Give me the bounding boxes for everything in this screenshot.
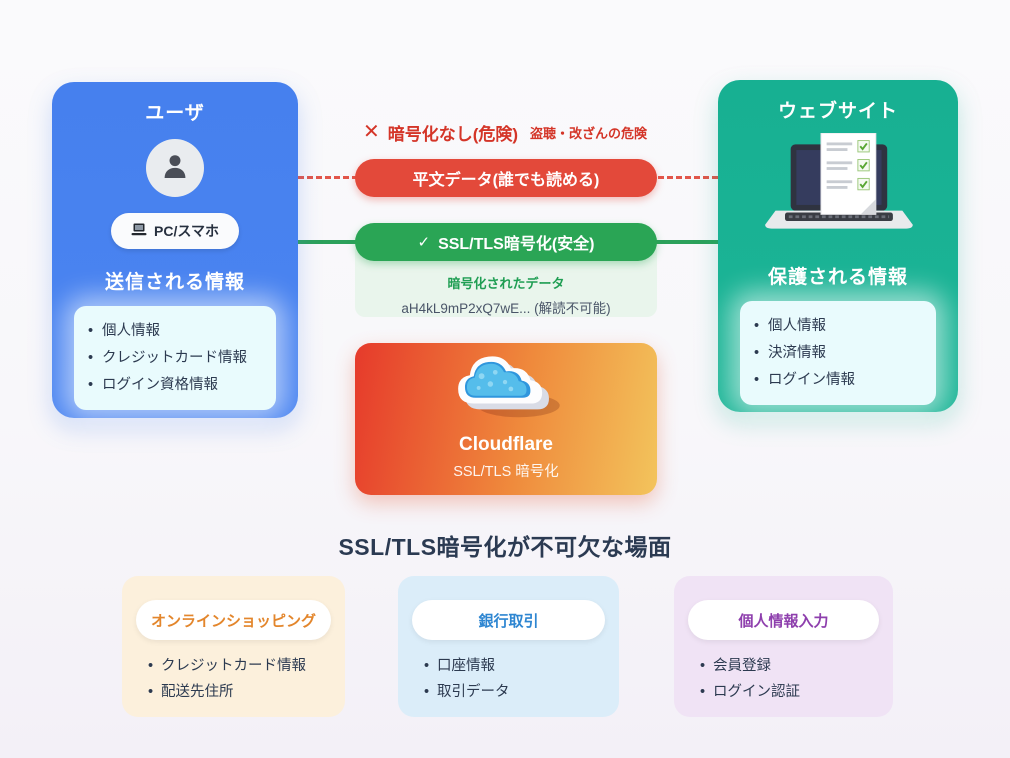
list-item: 取引データ [424, 679, 619, 705]
plaintext-data-pill: 平文データ(誰でも読める) [355, 159, 657, 197]
list-item: ログイン資格情報 [88, 372, 262, 399]
cloud-icon [355, 343, 657, 432]
scene-pill-banking: 銀行取引 [412, 600, 605, 640]
website-section-title: 保護される情報 [767, 267, 908, 288]
avatar [146, 139, 204, 197]
user-section-title: 送信される情報 [104, 272, 245, 293]
list-item: ログイン認証 [700, 679, 893, 705]
insecure-sublabel: 盗聴・改ざんの危険 [530, 125, 648, 141]
encrypted-data-label: 暗号化されたデータ [447, 276, 565, 291]
website-info-box: 個人情報 決済情報 ログイン情報 [740, 301, 936, 406]
scene-card-personal-info: 個人情報入力 会員登録 ログイン認証 [674, 576, 893, 717]
device-badge-label: PC/スマホ [154, 223, 219, 239]
scene-card-online-shopping: オンラインショッピング クレジットカード情報 配送先住所 [122, 576, 345, 717]
scenes-title: SSL/TLS暗号化が不可欠な場面 [338, 534, 672, 560]
scene-pill-online-shopping: オンラインショッピング [136, 600, 331, 640]
list-item: クレジットカード情報 [88, 345, 262, 372]
ssl-tls-pill: ✓ SSL/TLS暗号化(安全) [355, 223, 657, 261]
scene-card-banking: 銀行取引 口座情報 取引データ [398, 576, 619, 717]
list-item: 配送先住所 [148, 679, 345, 705]
ssl-tls-pill-label: SSL/TLS暗号化(安全) [438, 236, 595, 253]
x-icon: ✕ [362, 121, 380, 143]
cloudflare-name: Cloudflare [459, 434, 553, 455]
list-item: ログイン情報 [754, 367, 922, 394]
cloudflare-card: Cloudflare SSL/TLS 暗号化 [355, 343, 657, 495]
scene-list: 口座情報 取引データ [424, 653, 619, 705]
scene-list: 会員登録 ログイン認証 [700, 653, 893, 705]
scene-list: クレジットカード情報 配送先住所 [148, 653, 345, 705]
insecure-label: 暗号化なし(危険) [387, 124, 519, 144]
user-icon [159, 150, 191, 187]
user-info-box: 個人情報 クレジットカード情報 ログイン資格情報 [74, 306, 276, 411]
website-info-list: 個人情報 決済情報 ログイン情報 [754, 313, 922, 393]
device-badge: PC/スマホ [111, 213, 239, 249]
insecure-header: ✕ 暗号化なし(危険) 盗聴・改ざんの危険 [340, 118, 670, 146]
cloudflare-subtitle: SSL/TLS 暗号化 [453, 464, 559, 480]
website-card-title: ウェブサイト [777, 101, 898, 122]
scene-pill-personal-info: 個人情報入力 [688, 600, 879, 640]
plaintext-pill-label: 平文データ(誰でも読める) [412, 172, 600, 189]
list-item: 個人情報 [88, 318, 262, 345]
list-item: クレジットカード情報 [148, 653, 345, 679]
user-card-title: ユーザ [145, 103, 205, 124]
check-icon: ✓ [417, 234, 431, 251]
website-card: ウェブサイト [718, 80, 958, 412]
list-item: 口座情報 [424, 653, 619, 679]
list-item: 会員登録 [700, 653, 893, 679]
encrypted-data-value: aH4kL9mP2xQ7wE... (解読不可能) [401, 301, 611, 316]
laptop-icon [131, 223, 147, 239]
list-item: 個人情報 [754, 313, 922, 340]
list-item: 決済情報 [754, 340, 922, 367]
laptop-checklist-illustration [718, 132, 958, 244]
user-info-list: 個人情報 クレジットカード情報 ログイン資格情報 [88, 318, 262, 398]
user-card: ユーザ PC/スマホ 送信される情報 個人情報 [52, 82, 298, 418]
